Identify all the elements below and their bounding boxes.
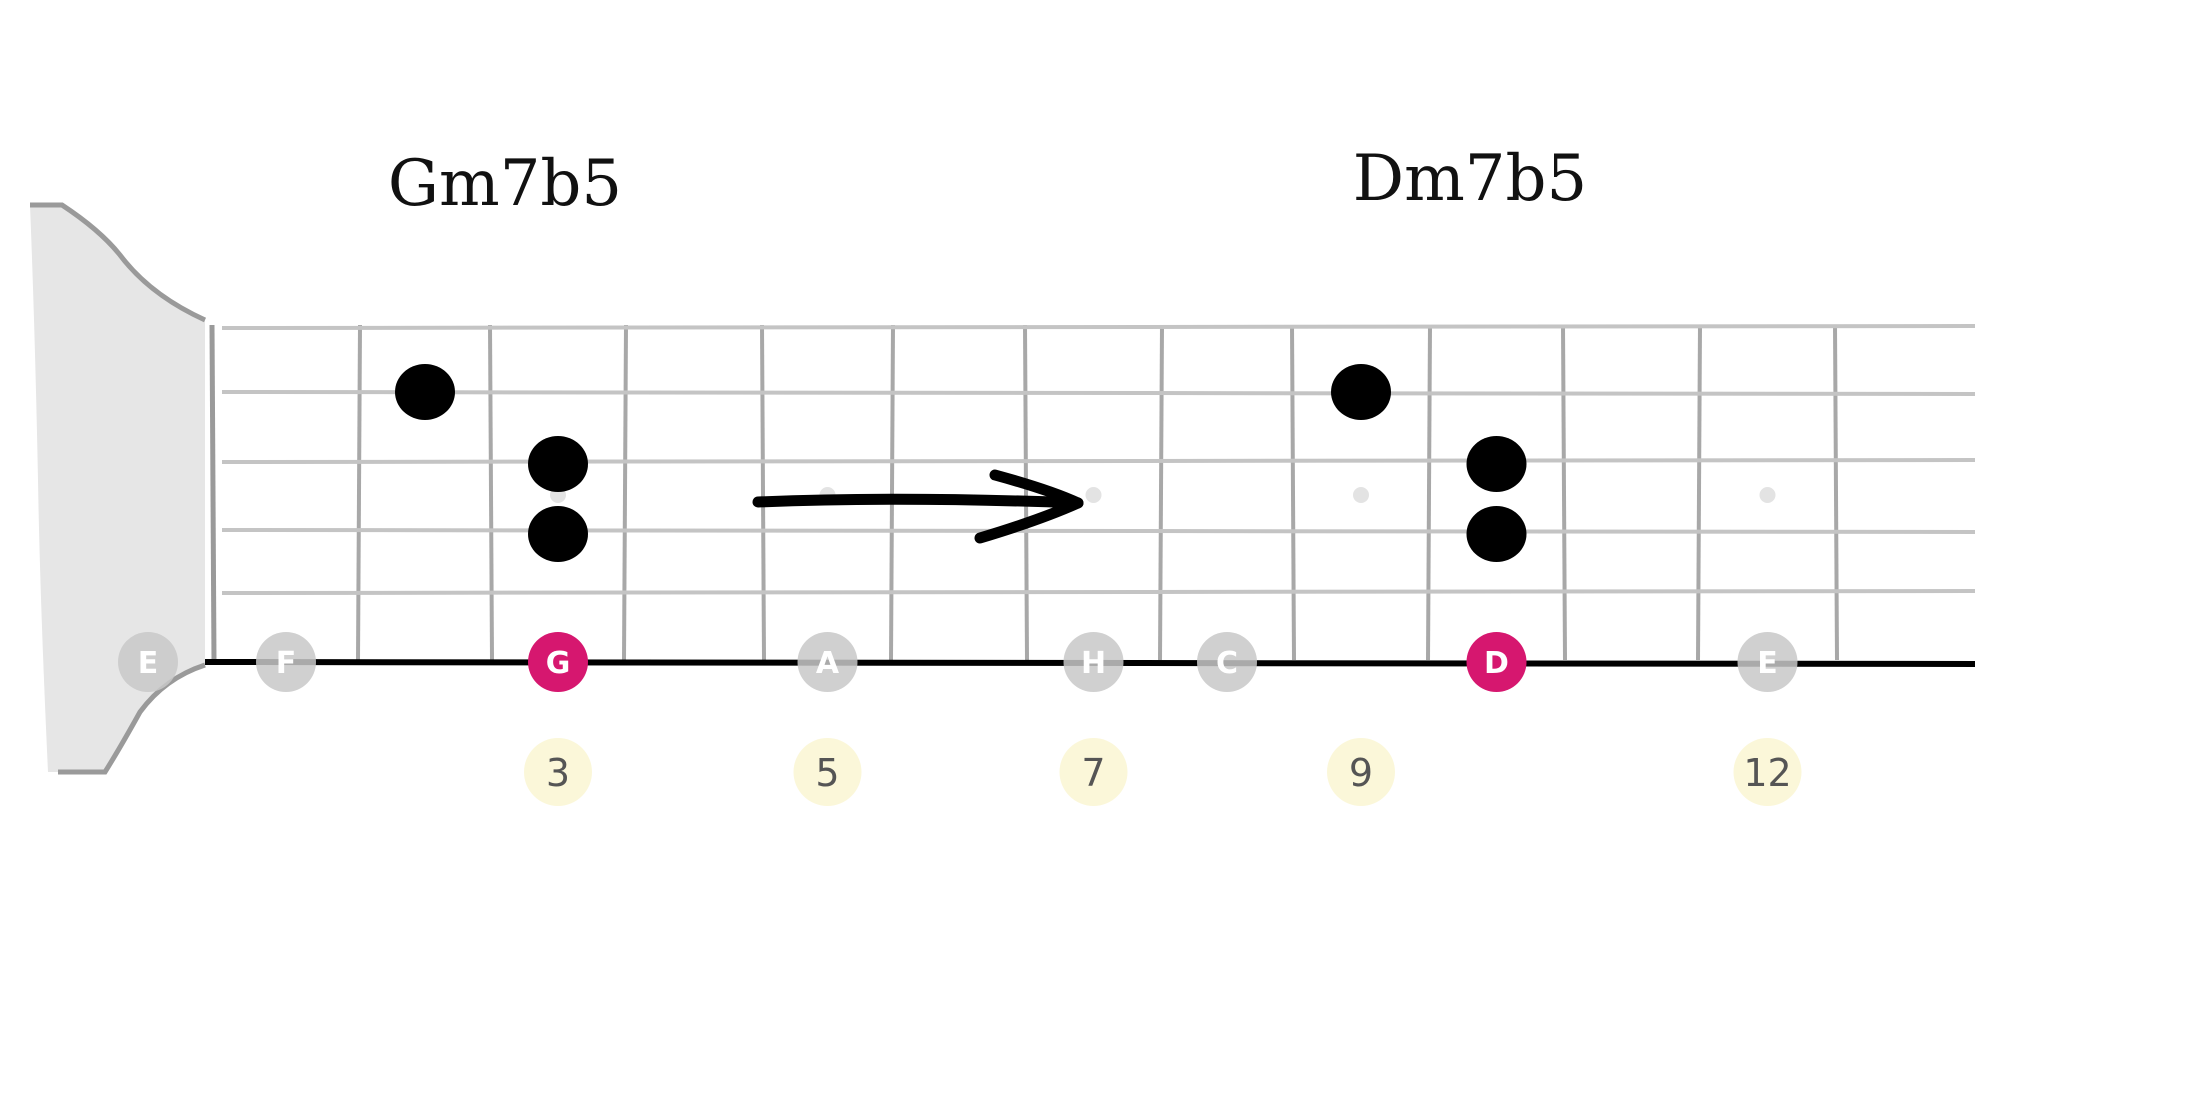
note-marker: H <box>1063 632 1124 692</box>
fret-number-marker: 7 <box>1059 738 1128 806</box>
fret-wire <box>1290 324 1296 661</box>
fret-wire <box>1023 324 1029 661</box>
fret-number-marker: 5 <box>793 738 862 806</box>
note-marker: E <box>118 632 178 692</box>
fret-wire <box>1158 324 1164 661</box>
root-note: G <box>528 632 588 692</box>
fret-wire <box>1696 324 1702 661</box>
fret-wire <box>356 324 362 661</box>
fret-number-marker: 12 <box>1733 738 1802 806</box>
root-note: D <box>1466 632 1527 692</box>
note-marker: F <box>256 632 316 692</box>
string-4 <box>221 528 1976 534</box>
fret-number-label: 7 <box>1081 751 1105 795</box>
fret-number-markers: 3 5 7 9 12 <box>524 738 1802 806</box>
string-2 <box>221 390 1976 396</box>
note-label: H <box>1081 646 1106 681</box>
fret-number-label: 12 <box>1743 751 1791 795</box>
chord-title-1: Gm7b5 <box>388 147 622 221</box>
note-label: G <box>546 646 571 681</box>
note-marker: A <box>797 632 858 692</box>
string-5 <box>221 589 1976 595</box>
frets <box>356 324 1839 661</box>
note-marker: E <box>1737 632 1798 692</box>
fret-number-marker: 3 <box>524 738 592 806</box>
fret-wire <box>488 324 494 661</box>
fret-wire <box>889 324 895 661</box>
note-label: E <box>138 646 159 681</box>
fret-number-marker: 9 <box>1327 738 1395 806</box>
fret-wire <box>1833 324 1839 661</box>
fret-wire <box>622 324 628 661</box>
note-marker: C <box>1197 632 1257 692</box>
note-label: D <box>1484 646 1509 681</box>
string-1 <box>221 324 1976 330</box>
fret-number-label: 3 <box>546 751 570 795</box>
finger-dot <box>1331 364 1391 420</box>
finger-dot <box>1466 436 1527 492</box>
finger-dot <box>395 364 455 420</box>
note-label: F <box>276 646 297 681</box>
fret-wire <box>1426 324 1432 661</box>
chord-title-2: Dm7b5 <box>1353 142 1587 216</box>
string-3 <box>221 458 1976 464</box>
note-label: A <box>816 646 840 681</box>
inlay-dot <box>1759 487 1776 503</box>
note-label: C <box>1216 646 1238 681</box>
arrow-icon <box>752 469 1084 544</box>
headstock <box>30 205 205 772</box>
fret-wire <box>1561 324 1567 661</box>
finger-dot <box>528 506 588 562</box>
finger-dot <box>528 436 588 492</box>
strings <box>204 324 1976 667</box>
nut <box>209 324 217 663</box>
fret-wire <box>760 324 766 661</box>
headstock-outline <box>30 202 207 775</box>
note-label: E <box>1757 646 1778 681</box>
fret-number-label: 5 <box>815 751 839 795</box>
inlay-dot <box>1353 487 1369 503</box>
inlay-dot <box>1085 487 1102 503</box>
finger-dot <box>1466 506 1527 562</box>
finger-dots <box>395 364 1527 562</box>
fret-number-label: 9 <box>1349 751 1373 795</box>
